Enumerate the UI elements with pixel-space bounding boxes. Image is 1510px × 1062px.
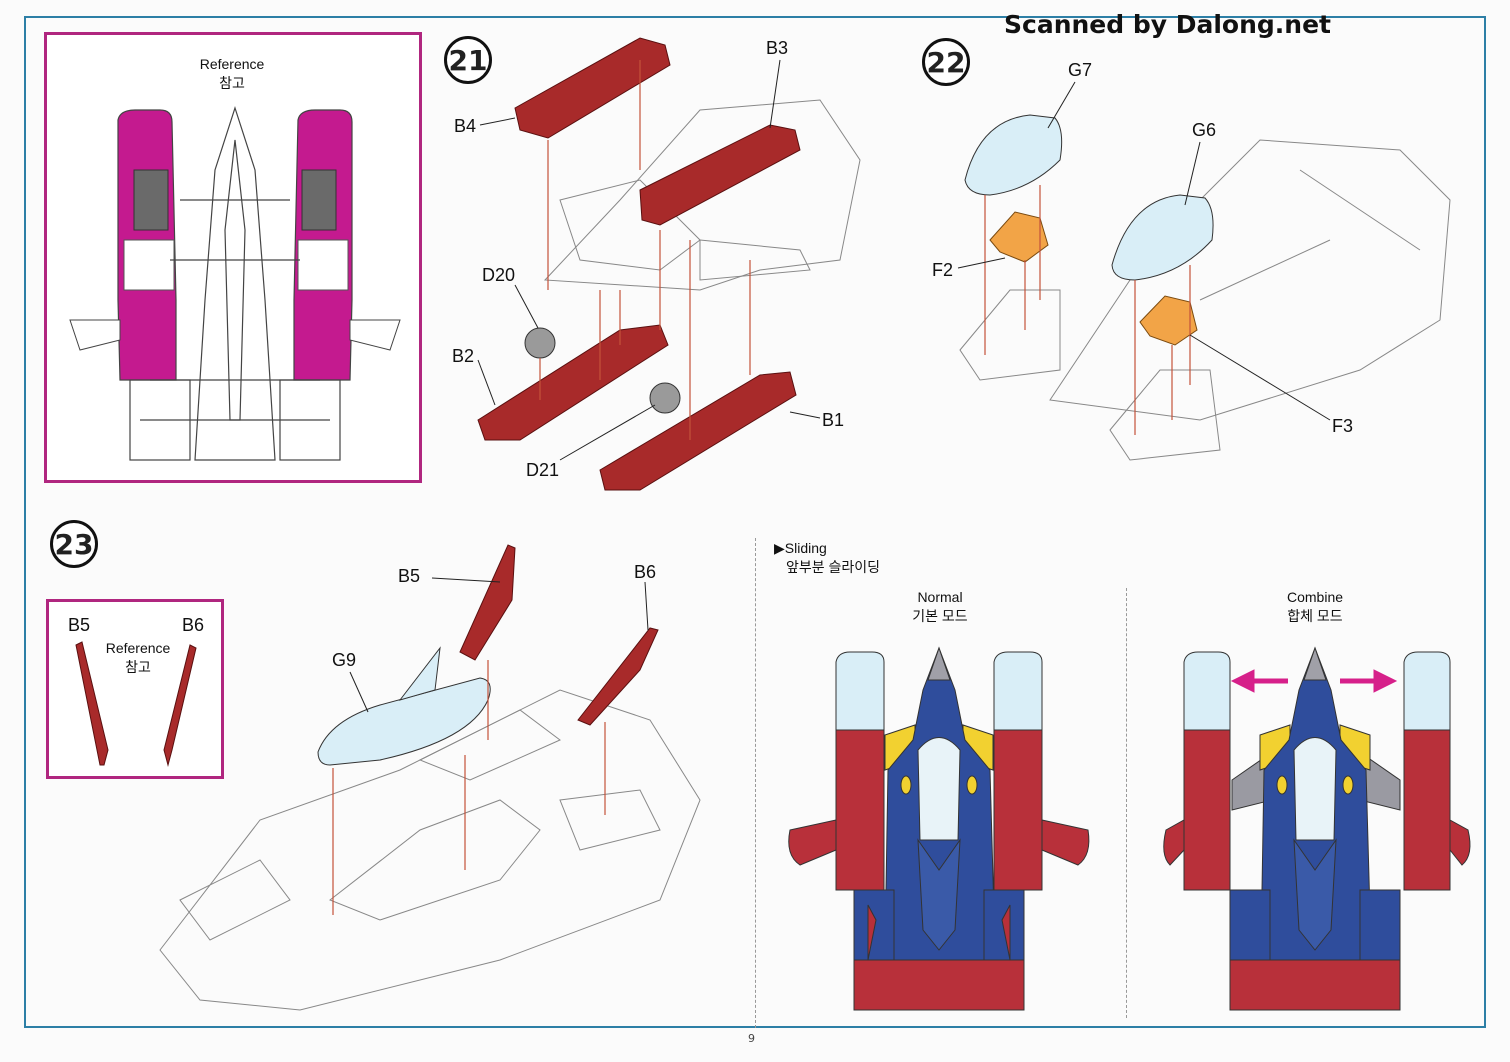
label-b3: B3 xyxy=(766,38,789,58)
label-g7: G7 xyxy=(1068,60,1093,80)
step22-leaders xyxy=(957,81,1331,421)
label-g9: G9 xyxy=(332,650,357,670)
normal-mode-ship xyxy=(788,646,1090,1011)
label-b4: B4 xyxy=(454,116,477,136)
magenta-pod-right xyxy=(293,109,401,381)
label-f3: F3 xyxy=(1332,416,1354,436)
step-22-number: 22 xyxy=(922,38,970,86)
part-g9-fin xyxy=(398,646,441,701)
sliding-title: ▶Sliding 앞부분 슬라이딩 xyxy=(774,539,880,577)
part-b6-shape xyxy=(577,627,659,726)
reference-title-kr: 참고 xyxy=(219,75,245,91)
combine-mode-ship xyxy=(1163,646,1471,1011)
triangle-icon: ▶ xyxy=(774,540,785,556)
part-b5-shape xyxy=(459,544,516,661)
part-b1-shape xyxy=(599,371,797,491)
part-f3-shape xyxy=(1139,295,1198,346)
label-b6: B6 xyxy=(634,562,657,582)
mode-divider xyxy=(1126,588,1127,1018)
step21-arrows xyxy=(539,60,751,440)
part-g7-shape xyxy=(964,114,1063,196)
combine-label-en: Combine xyxy=(1286,589,1344,605)
combine-mode-label: Combine 합체 모드 xyxy=(1265,588,1365,626)
ref-box-2-title: Reference 참고 xyxy=(90,639,186,677)
part-g6-shape xyxy=(1111,194,1214,281)
sliding-title-kr: 앞부분 슬라이딩 xyxy=(786,559,881,575)
step23-ship-outline xyxy=(159,689,701,1011)
step23-leaders xyxy=(349,577,649,713)
magenta-pod-left xyxy=(69,109,177,381)
step21-leaders xyxy=(477,59,821,461)
combine-slide-arrows xyxy=(1230,669,1398,693)
reference-title-en: Reference xyxy=(199,56,265,72)
label-b2: B2 xyxy=(452,346,475,366)
ref-label-b6: B6 xyxy=(182,615,205,635)
page-number: 9 xyxy=(748,1032,755,1045)
sliding-title-en: Sliding xyxy=(784,540,827,556)
ref2-title-kr: 참고 xyxy=(125,659,151,675)
part-d21-shape xyxy=(649,382,681,414)
label-g6: G6 xyxy=(1192,120,1217,140)
watermark: Scanned by Dalong.net xyxy=(1004,10,1332,39)
ref2-title-en: Reference xyxy=(105,640,171,656)
step22-arrows xyxy=(984,185,1191,435)
label-b1: B1 xyxy=(822,410,845,430)
step23-arrows xyxy=(332,660,606,915)
step-23-number: 23 xyxy=(50,520,98,568)
step-21-number: 21 xyxy=(444,36,492,84)
ref-fin-b6 xyxy=(163,644,197,767)
part-f2-shape xyxy=(989,211,1049,263)
reference-title: Reference 참고 xyxy=(172,55,292,93)
section-divider xyxy=(755,538,756,1028)
label-b5: B5 xyxy=(398,566,421,586)
reference-fuselage xyxy=(129,106,341,461)
label-d20: D20 xyxy=(482,265,516,285)
label-f2: F2 xyxy=(932,260,954,280)
normal-mode-label: Normal 기본 모드 xyxy=(890,588,990,626)
ref-fin-b5 xyxy=(75,641,109,766)
reference-box-b5-b6 xyxy=(46,599,224,779)
label-d21: D21 xyxy=(526,460,560,480)
ref-label-b5: B5 xyxy=(68,615,91,635)
part-b4-shape xyxy=(514,37,671,139)
normal-label-en: Normal xyxy=(917,589,963,605)
step21-ship-outline xyxy=(543,99,861,291)
combine-label-kr: 합체 모드 xyxy=(1287,608,1343,624)
normal-label-kr: 기본 모드 xyxy=(912,608,968,624)
